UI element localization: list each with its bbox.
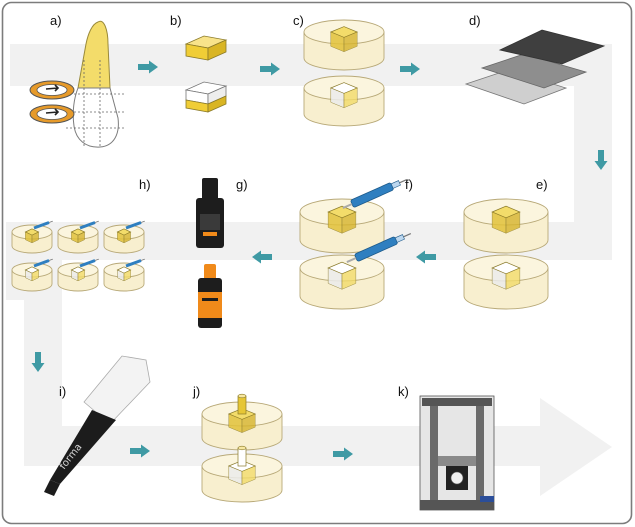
mini-syringe-2	[79, 220, 99, 230]
step-label-k: k)	[398, 384, 409, 399]
mold-h-dentin-3	[103, 262, 145, 292]
mini-syringe-5	[79, 258, 99, 268]
mold-e-dentin	[463, 254, 549, 310]
adhesive-bottle-icon	[196, 178, 224, 328]
universal-testing-machine-icon	[419, 395, 495, 511]
step-label-g: g)	[236, 177, 248, 192]
step-label-a: a)	[50, 13, 62, 28]
mold-c-dentin	[303, 75, 385, 127]
mold-h-dentin-1	[11, 262, 53, 292]
mold-h-enamel-3	[103, 224, 145, 254]
mold-f-dentin	[299, 254, 385, 310]
tooth-section-icon	[66, 20, 124, 148]
specimen-block-icon	[184, 35, 228, 113]
step-label-e: e)	[536, 177, 548, 192]
mini-syringe-3	[125, 220, 145, 230]
mold-j-enamel	[201, 393, 283, 451]
mold-h-dentin-2	[57, 262, 99, 292]
mold-h-enamel-1	[11, 224, 53, 254]
sandpaper-sheets-icon	[464, 29, 606, 105]
mold-f-enamel	[299, 198, 385, 254]
step-label-d: d)	[469, 13, 481, 28]
mold-h-enamel-2	[57, 224, 99, 254]
acrylic-molds	[11, 19, 549, 503]
mini-syringe-6	[125, 258, 145, 268]
mold-e-enamel	[463, 198, 549, 254]
step-label-i: i)	[59, 384, 67, 399]
mini-syringe-1	[33, 220, 53, 230]
step-label-h: h)	[139, 177, 151, 192]
mold-j-dentin	[201, 445, 283, 503]
step-label-f: f)	[405, 177, 413, 192]
etchant-syringe-icon	[342, 179, 412, 263]
step-label-b: b)	[170, 13, 182, 28]
step-label-c: c)	[293, 13, 304, 28]
sectioning-disc-icon	[29, 80, 75, 124]
mini-syringe-4	[33, 258, 53, 268]
mold-c-enamel	[303, 19, 385, 71]
step-label-j: j)	[193, 384, 201, 399]
